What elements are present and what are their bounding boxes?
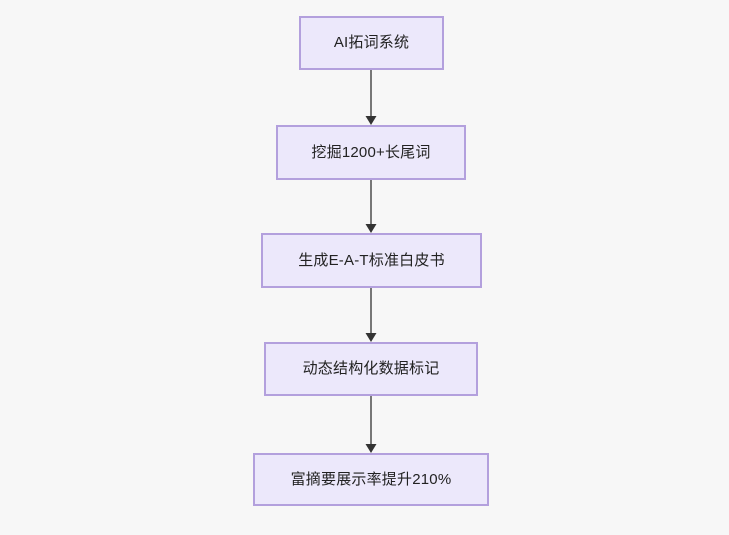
flow-node-5-label: 富摘要展示率提升210% <box>290 470 452 488</box>
arrowhead-icon <box>365 333 377 342</box>
flow-node-3[interactable]: 生成E-A-T标准白皮书 <box>261 233 482 288</box>
flow-node-2[interactable]: 挖掘1200+长尾词 <box>276 125 466 180</box>
flow-edge <box>365 288 377 342</box>
flow-node-4-label: 动态结构化数据标记 <box>302 360 440 377</box>
flow-node-2-label: 挖掘1200+长尾词 <box>311 143 431 161</box>
flow-edge <box>365 396 377 453</box>
arrowhead-icon <box>365 444 377 453</box>
flow-edge <box>365 70 377 125</box>
flow-node-5[interactable]: 富摘要展示率提升210% <box>253 453 489 506</box>
arrowhead-icon <box>365 224 377 233</box>
flow-node-1-label: AI拓词系统 <box>333 34 410 51</box>
flow-edge <box>365 180 377 233</box>
flow-node-3-label: 生成E-A-T标准白皮书 <box>298 251 445 269</box>
arrowhead-icon <box>365 116 377 125</box>
flow-node-4[interactable]: 动态结构化数据标记 <box>264 342 478 396</box>
flow-node-1[interactable]: AI拓词系统 <box>299 16 444 70</box>
